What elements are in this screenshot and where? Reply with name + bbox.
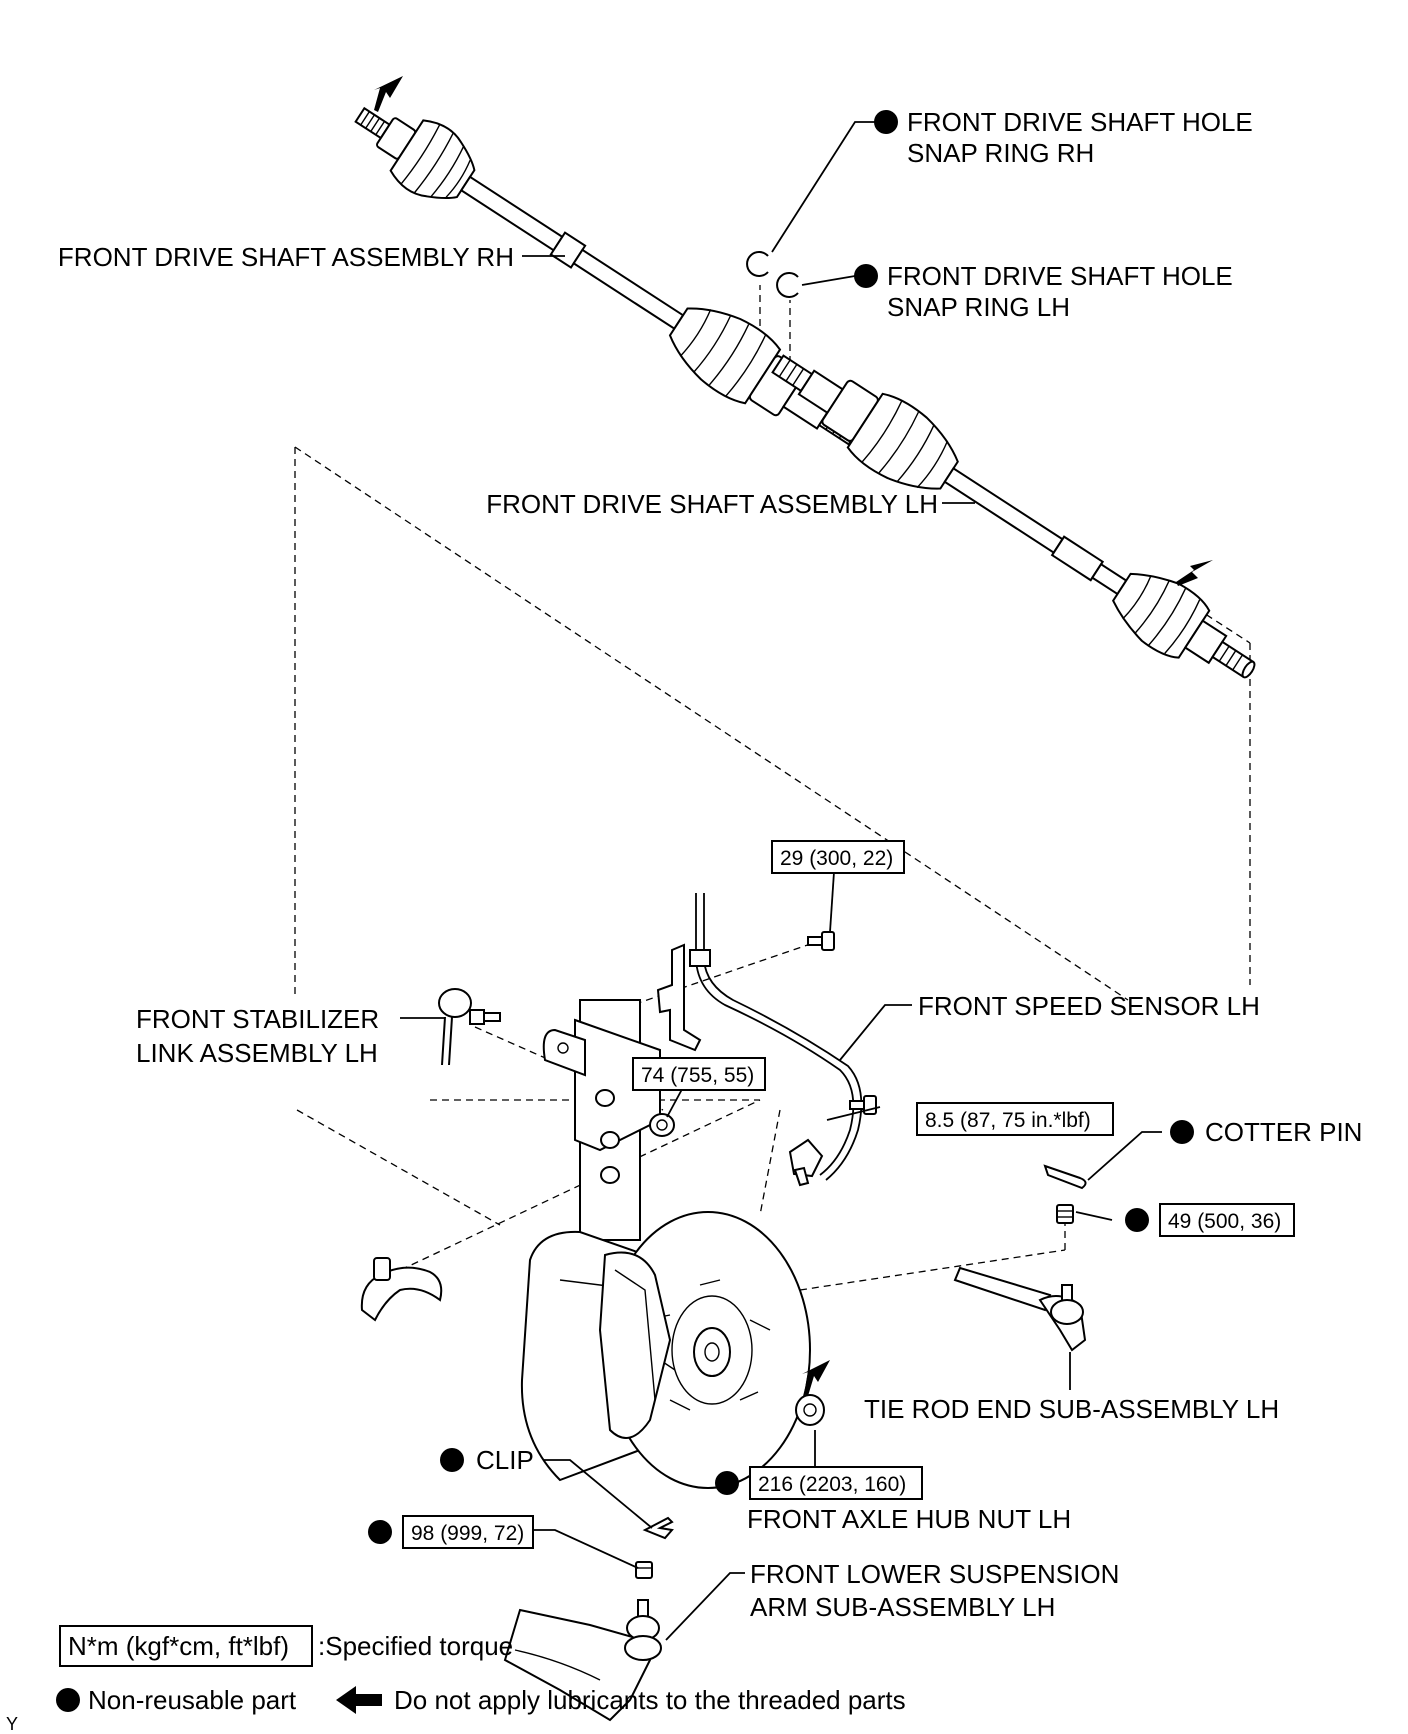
tie-rod-nut <box>1056 1204 1074 1224</box>
tie-rod-end <box>953 1266 1087 1352</box>
label-snap-ring-rh-line1: FRONT DRIVE SHAFT HOLE <box>907 107 1253 137</box>
torque-lower-arm-nut: 98 (999, 72) <box>411 1522 524 1545</box>
snap-ring-rh <box>746 251 769 277</box>
leader-lines <box>400 121 1162 1641</box>
legend-non-reusable: Non-reusable part <box>88 1685 297 1715</box>
non-reusable-marker-icon <box>715 1471 739 1495</box>
callout-labels: FRONT DRIVE SHAFT HOLE SNAP RING RH FRON… <box>58 107 1363 1622</box>
snap-ring-lh <box>776 272 799 298</box>
label-drive-shaft-rh: FRONT DRIVE SHAFT ASSEMBLY RH <box>58 242 514 272</box>
label-speed-sensor: FRONT SPEED SENSOR LH <box>918 991 1260 1021</box>
label-cotter-pin: COTTER PIN <box>1205 1117 1362 1147</box>
label-lower-arm-line2: ARM SUB-ASSEMBLY LH <box>750 1592 1055 1622</box>
stabilizer-bar-end <box>360 1257 443 1322</box>
non-reusable-marker-icon <box>1125 1208 1149 1232</box>
cotter-pin <box>1043 1164 1087 1190</box>
label-hub-nut: FRONT AXLE HUB NUT LH <box>747 1504 1071 1534</box>
legend-no-lubricant: Do not apply lubricants to the threaded … <box>394 1685 906 1715</box>
non-reusable-marker-icon <box>874 110 898 134</box>
front-speed-sensor <box>656 893 863 1187</box>
sensor-bracket-bolt <box>807 931 835 951</box>
label-tie-rod-end: TIE ROD END SUB-ASSEMBLY LH <box>864 1394 1279 1424</box>
no-lubricant-arrow-icon <box>336 1686 382 1714</box>
non-reusable-marker-icon <box>1170 1120 1194 1144</box>
drive-shaft-rh <box>354 106 865 448</box>
lower-suspension-arm <box>503 1599 662 1722</box>
label-snap-ring-lh-line1: FRONT DRIVE SHAFT HOLE <box>887 261 1233 291</box>
non-reusable-marker-icon <box>368 1520 392 1544</box>
label-drive-shaft-lh: FRONT DRIVE SHAFT ASSEMBLY LH <box>486 489 938 519</box>
label-clip: CLIP <box>476 1445 534 1475</box>
torque-tie-rod-nut: 49 (500, 36) <box>1168 1210 1281 1233</box>
clip <box>642 1516 674 1540</box>
torque-hub-nut: 216 (2203, 160) <box>758 1473 906 1496</box>
torque-sensor-bracket: 29 (300, 22) <box>780 847 893 870</box>
no-lubricant-arrow-icon <box>374 76 403 112</box>
stabilizer-nut <box>649 1113 675 1137</box>
non-reusable-marker-icon <box>56 1688 80 1712</box>
lower-arm-nut <box>635 1561 653 1579</box>
label-lower-arm-line1: FRONT LOWER SUSPENSION <box>750 1559 1119 1589</box>
brake-caliper <box>598 1251 672 1439</box>
stabilizer-link <box>438 988 501 1066</box>
non-reusable-marker-icon <box>440 1448 464 1472</box>
figure-code: Y <box>6 1714 18 1734</box>
torque-specs: 29 (300, 22) 74 (755, 55) 8.5 (87, 75 in… <box>368 840 1295 1549</box>
label-stabilizer-link-line1: FRONT STABILIZER <box>136 1004 379 1034</box>
no-lubricant-arrow-icon <box>802 1360 830 1396</box>
non-reusable-marker-icon <box>854 264 878 288</box>
drive-shaft-lh <box>771 354 1256 679</box>
shock-absorber-strut <box>542 999 661 1241</box>
label-snap-ring-lh-line2: SNAP RING LH <box>887 292 1070 322</box>
label-stabilizer-link-line2: LINK ASSEMBLY LH <box>136 1038 378 1068</box>
front-axle-hub-nut <box>795 1394 825 1426</box>
legend-torque-desc: :Specified torque <box>318 1631 513 1661</box>
legend-torque-unit: N*m (kgf*cm, ft*lbf) <box>68 1631 289 1661</box>
label-snap-ring-rh-line2: SNAP RING RH <box>907 138 1094 168</box>
torque-stabilizer-nut: 74 (755, 55) <box>641 1064 754 1087</box>
torque-sensor-bolt: 8.5 (87, 75 in.*lbf) <box>925 1109 1091 1132</box>
legend: N*m (kgf*cm, ft*lbf) :Specified torque N… <box>6 1625 906 1734</box>
no-lubricant-arrow-icon <box>1176 560 1213 586</box>
